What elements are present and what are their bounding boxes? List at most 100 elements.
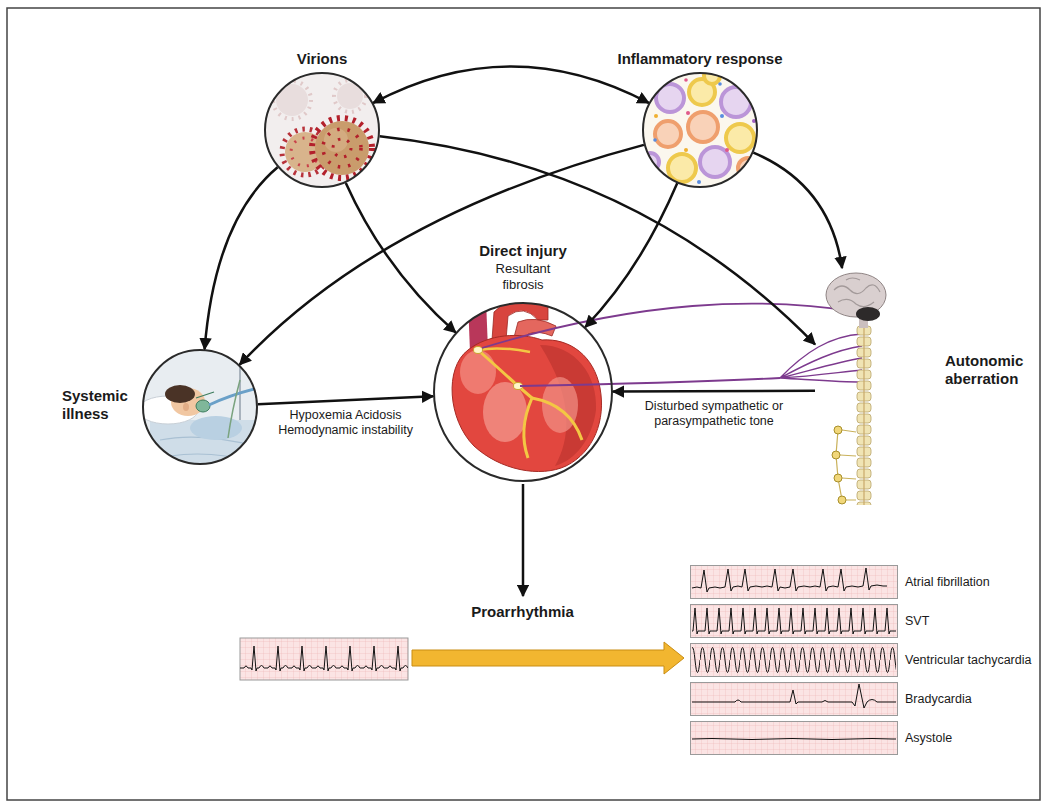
node-heading: Bradycardia bbox=[905, 691, 972, 708]
circle-outline bbox=[433, 302, 613, 482]
nervous-system-art bbox=[832, 451, 840, 459]
immune-cell-art bbox=[643, 73, 757, 187]
ecg-strip-art bbox=[692, 568, 887, 592]
ecg-strip: Atrial fibrillation bbox=[690, 565, 898, 599]
ecg-strip-art bbox=[692, 739, 896, 740]
immune-cell-art bbox=[655, 121, 681, 147]
node-heading: Atrial fibrillation bbox=[905, 574, 990, 591]
nervous-system-art bbox=[780, 334, 862, 382]
immune-cell-art bbox=[686, 111, 690, 115]
immune-cell-art bbox=[653, 138, 657, 142]
patient-art bbox=[138, 350, 265, 475]
node-heading: Virions bbox=[204, 50, 440, 67]
ecg-strip: SVT bbox=[690, 604, 898, 638]
heart-art bbox=[434, 303, 612, 481]
connector-arrow bbox=[373, 66, 648, 102]
autonomic-region: Autonomic aberration bbox=[815, 268, 905, 513]
node-heading: Direct injury bbox=[433, 242, 613, 259]
immune-cell-art bbox=[641, 68, 758, 184]
connector-arrow bbox=[753, 153, 842, 268]
nervous-system-art bbox=[856, 325, 872, 505]
ecg-strip: Asystole bbox=[690, 721, 898, 755]
ecg-strip-art bbox=[690, 604, 898, 638]
immune-cell-art bbox=[700, 147, 730, 177]
circle-outline bbox=[434, 303, 612, 481]
ecg-strip-art bbox=[690, 565, 898, 599]
outcome-arrow bbox=[522, 484, 525, 596]
ecg-strip-art bbox=[692, 604, 896, 638]
illness-circle: Systemic illness bbox=[142, 349, 258, 465]
nervous-system-art bbox=[836, 430, 842, 500]
heart-circle: Direct injuryResultant fibrosis bbox=[433, 302, 613, 482]
nervous-system-art bbox=[838, 496, 846, 504]
ecg-strip-art bbox=[690, 643, 898, 677]
heart-art bbox=[478, 350, 518, 386]
immune-cell-art bbox=[684, 78, 688, 82]
heart-art bbox=[483, 382, 527, 442]
immune-cell-art bbox=[697, 180, 701, 184]
nervous-system-art bbox=[834, 278, 880, 307]
virion-art bbox=[315, 121, 369, 175]
connector-arrow bbox=[585, 183, 677, 327]
virion-art bbox=[324, 128, 348, 152]
heart-art bbox=[540, 345, 596, 466]
immune-cell-art bbox=[641, 68, 758, 187]
immune-cell-art bbox=[726, 124, 754, 152]
patient-art bbox=[196, 400, 210, 412]
virus-circle: Virions bbox=[264, 72, 380, 188]
virion-art bbox=[265, 73, 379, 187]
patient-art bbox=[165, 385, 195, 403]
immune-cell-art bbox=[721, 87, 751, 117]
circle-outline bbox=[264, 72, 380, 188]
connector-arrow bbox=[380, 136, 815, 344]
patient-art bbox=[138, 350, 265, 475]
immune-cell-art bbox=[684, 148, 688, 152]
node-heading: Systemic illness bbox=[62, 387, 136, 423]
edge-label: Disturbed sympathetic or parasympathetic… bbox=[639, 399, 789, 429]
patient-art bbox=[190, 416, 242, 440]
immune-cell-art bbox=[668, 154, 696, 182]
patient-art bbox=[183, 403, 189, 411]
virion-art bbox=[273, 80, 372, 178]
connector-arrow bbox=[346, 183, 456, 333]
patient-art bbox=[209, 388, 258, 405]
ecg-strip-art bbox=[692, 684, 896, 708]
ecg-strip-art bbox=[690, 721, 898, 755]
ecg-strip-art bbox=[240, 565, 898, 755]
nervous-system-art bbox=[863, 325, 864, 505]
heart-art bbox=[474, 347, 483, 354]
node-heading: Inflammatory response bbox=[582, 50, 818, 67]
circle-outline bbox=[142, 349, 258, 465]
node-heading: SVT bbox=[905, 613, 929, 630]
node-heading: Autonomic aberration bbox=[945, 352, 1033, 388]
connector-arrow bbox=[258, 396, 433, 404]
virion-art bbox=[334, 80, 366, 112]
heart-art bbox=[460, 350, 496, 394]
ecg-strip: Ventricular tachycardia bbox=[690, 643, 898, 677]
virion-art bbox=[265, 73, 379, 187]
node-subtext: Resultant fibrosis bbox=[478, 261, 568, 293]
node-heading: Ventricular tachycardia bbox=[905, 652, 1031, 669]
immune-cell-art bbox=[718, 82, 722, 86]
connector-arrow bbox=[240, 145, 644, 365]
circle-outline bbox=[643, 73, 757, 187]
inflammation-circle: Inflammatory response bbox=[642, 72, 758, 188]
ecg-strip: Bradycardia bbox=[690, 682, 898, 716]
circle-outline bbox=[642, 72, 758, 188]
immune-cell-art bbox=[720, 114, 724, 118]
ecg-strip-art bbox=[692, 643, 896, 677]
edge-label: Hypoxemia Acidosis Hemodynamic instabili… bbox=[271, 408, 421, 438]
virion-art bbox=[323, 129, 361, 167]
nervous-system-art bbox=[520, 378, 780, 386]
immune-cell-art bbox=[725, 148, 729, 152]
heart-art bbox=[452, 335, 601, 471]
immune-cell-art bbox=[654, 114, 658, 118]
nervous-system-art bbox=[482, 273, 886, 505]
nervous-system-art bbox=[840, 430, 856, 500]
circle-outline bbox=[265, 73, 379, 187]
patient-art bbox=[196, 392, 214, 398]
